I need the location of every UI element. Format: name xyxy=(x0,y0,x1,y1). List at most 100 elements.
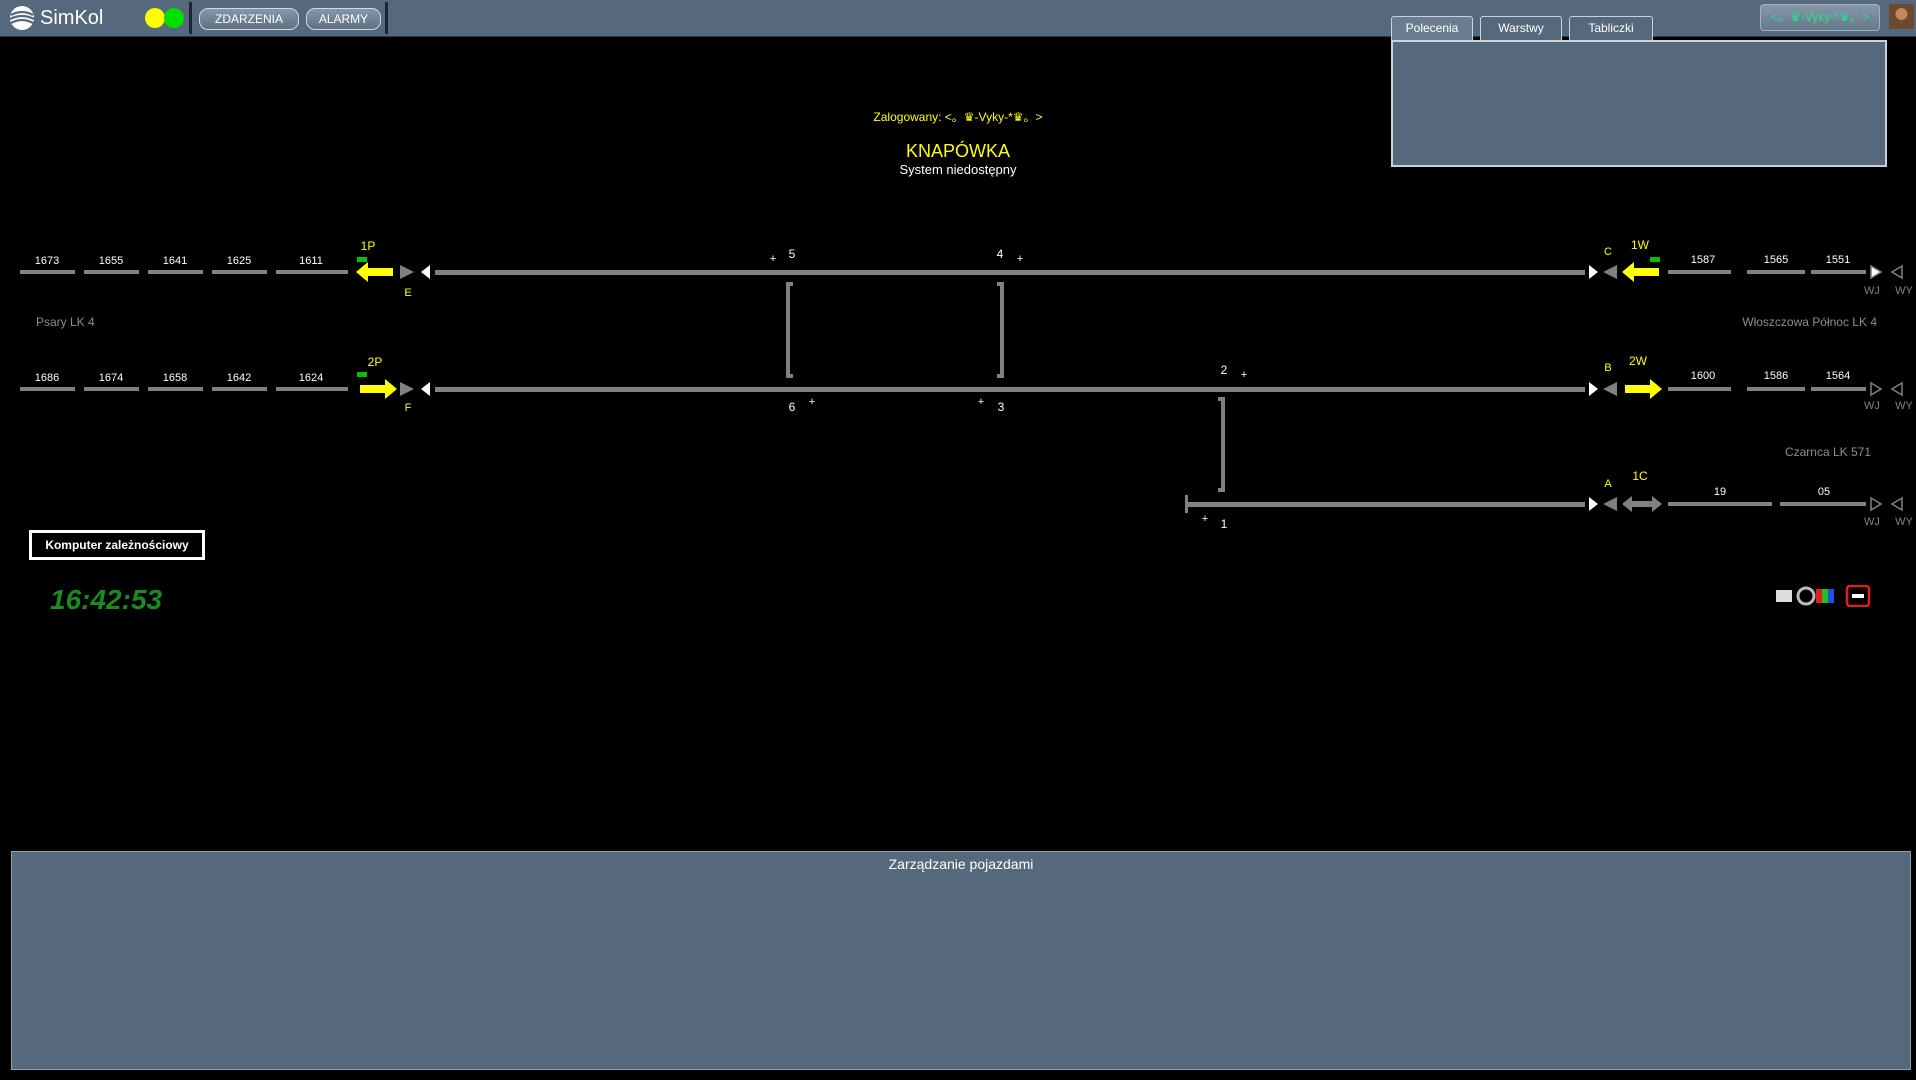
signal-label-f: F xyxy=(405,402,412,414)
crossover-2-1[interactable] xyxy=(1218,397,1225,492)
station-track-1[interactable] xyxy=(435,270,1585,275)
clock: 16:42:53 xyxy=(50,584,163,615)
block-section[interactable] xyxy=(84,387,139,391)
rgb-icon[interactable] xyxy=(1816,589,1822,603)
block-section[interactable] xyxy=(212,387,267,391)
block-label: 1564 xyxy=(1826,370,1850,382)
switch-plus: + xyxy=(770,253,776,265)
signal-a-head-icon[interactable] xyxy=(1589,497,1598,511)
interlocking-computer-button[interactable]: Komputer zależnościowy xyxy=(29,530,205,560)
block-label: 1641 xyxy=(163,255,187,267)
block-label: 1674 xyxy=(99,372,123,384)
tab-tabliczki[interactable]: Tabliczki xyxy=(1569,16,1653,41)
switch-label: 2 xyxy=(1221,363,1228,377)
signal-label-b: B xyxy=(1604,362,1611,374)
signal-label-e: E xyxy=(404,287,411,299)
signal-1w-arrow-icon[interactable] xyxy=(1622,262,1659,282)
exit-label: WJ xyxy=(1864,516,1880,528)
exit-wy-icon[interactable] xyxy=(1890,381,1903,397)
block-section[interactable] xyxy=(1668,270,1731,274)
block-section[interactable] xyxy=(1668,502,1772,506)
station-track-3[interactable] xyxy=(1188,502,1585,507)
exit-wj-icon[interactable] xyxy=(1870,496,1883,512)
block-section[interactable] xyxy=(20,387,75,391)
avatar[interactable] xyxy=(1889,4,1914,29)
block-label: 1586 xyxy=(1764,370,1788,382)
toolbar-separator xyxy=(385,2,388,34)
exit-wj-icon[interactable] xyxy=(1870,264,1883,280)
signal-1c-arrow-icon[interactable] xyxy=(1622,496,1662,512)
station-status: System niedostępny xyxy=(899,162,1017,177)
block-section[interactable] xyxy=(276,387,348,391)
close-panel-icon[interactable] xyxy=(1845,585,1871,607)
direction-label: Czarnca LK 571 xyxy=(1785,445,1871,459)
crossover-4-3[interactable] xyxy=(997,282,1004,378)
signal-b-head-icon[interactable] xyxy=(1589,382,1598,396)
switch-plus: + xyxy=(1241,369,1247,381)
simkol-logo: SimKol xyxy=(8,4,103,32)
user-badge[interactable]: <。♛-Vyky-*♛。> xyxy=(1760,4,1880,31)
signal-c-icon[interactable] xyxy=(1603,265,1617,279)
station-name: KNAPÓWKA xyxy=(905,141,1011,161)
signal-label-1p: 1P xyxy=(361,239,376,253)
toolbar-separator xyxy=(189,2,192,34)
signal-f-head-icon[interactable] xyxy=(421,382,430,396)
signal-2w-arrow-icon[interactable] xyxy=(1625,379,1662,399)
exit-wj-icon[interactable] xyxy=(1870,381,1883,397)
signal-1p-arrow-icon[interactable] xyxy=(356,262,393,282)
signal-c-head-icon[interactable] xyxy=(1589,265,1598,279)
switch-label: 6 xyxy=(789,400,796,414)
exit-label: WY xyxy=(1895,400,1913,412)
signal-b-icon[interactable] xyxy=(1603,382,1617,396)
block-label: 19 xyxy=(1714,486,1726,498)
alarms-button[interactable]: ALARMY xyxy=(306,8,381,30)
block-section[interactable] xyxy=(1747,270,1805,274)
signal-a-icon[interactable] xyxy=(1603,497,1617,511)
track-diagram: 1673 1655 1641 1625 1611 1686 1674 1658 … xyxy=(20,238,1914,531)
refresh-icon[interactable] xyxy=(1796,586,1816,606)
switch-label: 3 xyxy=(998,400,1005,414)
signal-f-icon[interactable] xyxy=(400,382,414,396)
block-label: 1642 xyxy=(227,372,251,384)
block-label: 1625 xyxy=(227,255,251,267)
exit-wy-icon[interactable] xyxy=(1890,496,1903,512)
signal-label-a: A xyxy=(1604,478,1612,490)
exit-label: WY xyxy=(1895,516,1913,528)
events-button[interactable]: ZDARZENIA xyxy=(199,8,299,30)
block-section[interactable] xyxy=(1668,387,1731,391)
switch-plus: + xyxy=(978,396,984,408)
signal-label-c: C xyxy=(1604,246,1612,258)
signal-2p-arrow-icon[interactable] xyxy=(360,379,397,399)
block-section[interactable] xyxy=(84,270,139,274)
signal-e-head-icon[interactable] xyxy=(421,265,430,279)
tab-warstwy[interactable]: Warstwy xyxy=(1480,16,1562,41)
block-section[interactable] xyxy=(20,270,75,274)
switch-label: 1 xyxy=(1221,517,1228,531)
exit-label: WY xyxy=(1895,285,1913,297)
exit-wy-icon[interactable] xyxy=(1890,264,1903,280)
crossover-5-6[interactable] xyxy=(786,282,793,378)
signal-e-icon[interactable] xyxy=(400,265,414,279)
switch-label: 4 xyxy=(997,247,1004,261)
white-layer-icon[interactable] xyxy=(1776,590,1792,602)
block-section[interactable] xyxy=(1780,502,1866,506)
station-track-2[interactable] xyxy=(435,387,1585,392)
block-label: 1655 xyxy=(99,255,123,267)
signal-indicator xyxy=(357,372,367,377)
direction-label: Psary LK 4 xyxy=(36,315,95,329)
signal-label-1c: 1C xyxy=(1632,469,1648,483)
signal-label-2w: 2W xyxy=(1629,354,1648,368)
signal-indicator xyxy=(357,257,367,262)
tab-polecenia[interactable]: Polecenia xyxy=(1391,16,1473,41)
block-section[interactable] xyxy=(148,387,203,391)
signal-label-2p: 2P xyxy=(368,355,383,369)
block-section[interactable] xyxy=(1811,387,1866,391)
block-section[interactable] xyxy=(1811,270,1866,274)
exit-label: WJ xyxy=(1864,400,1880,412)
block-section[interactable] xyxy=(1747,387,1805,391)
block-label: 1624 xyxy=(299,372,323,384)
switch-plus: + xyxy=(1202,513,1208,525)
block-section[interactable] xyxy=(276,270,348,274)
block-section[interactable] xyxy=(212,270,267,274)
block-section[interactable] xyxy=(148,270,203,274)
